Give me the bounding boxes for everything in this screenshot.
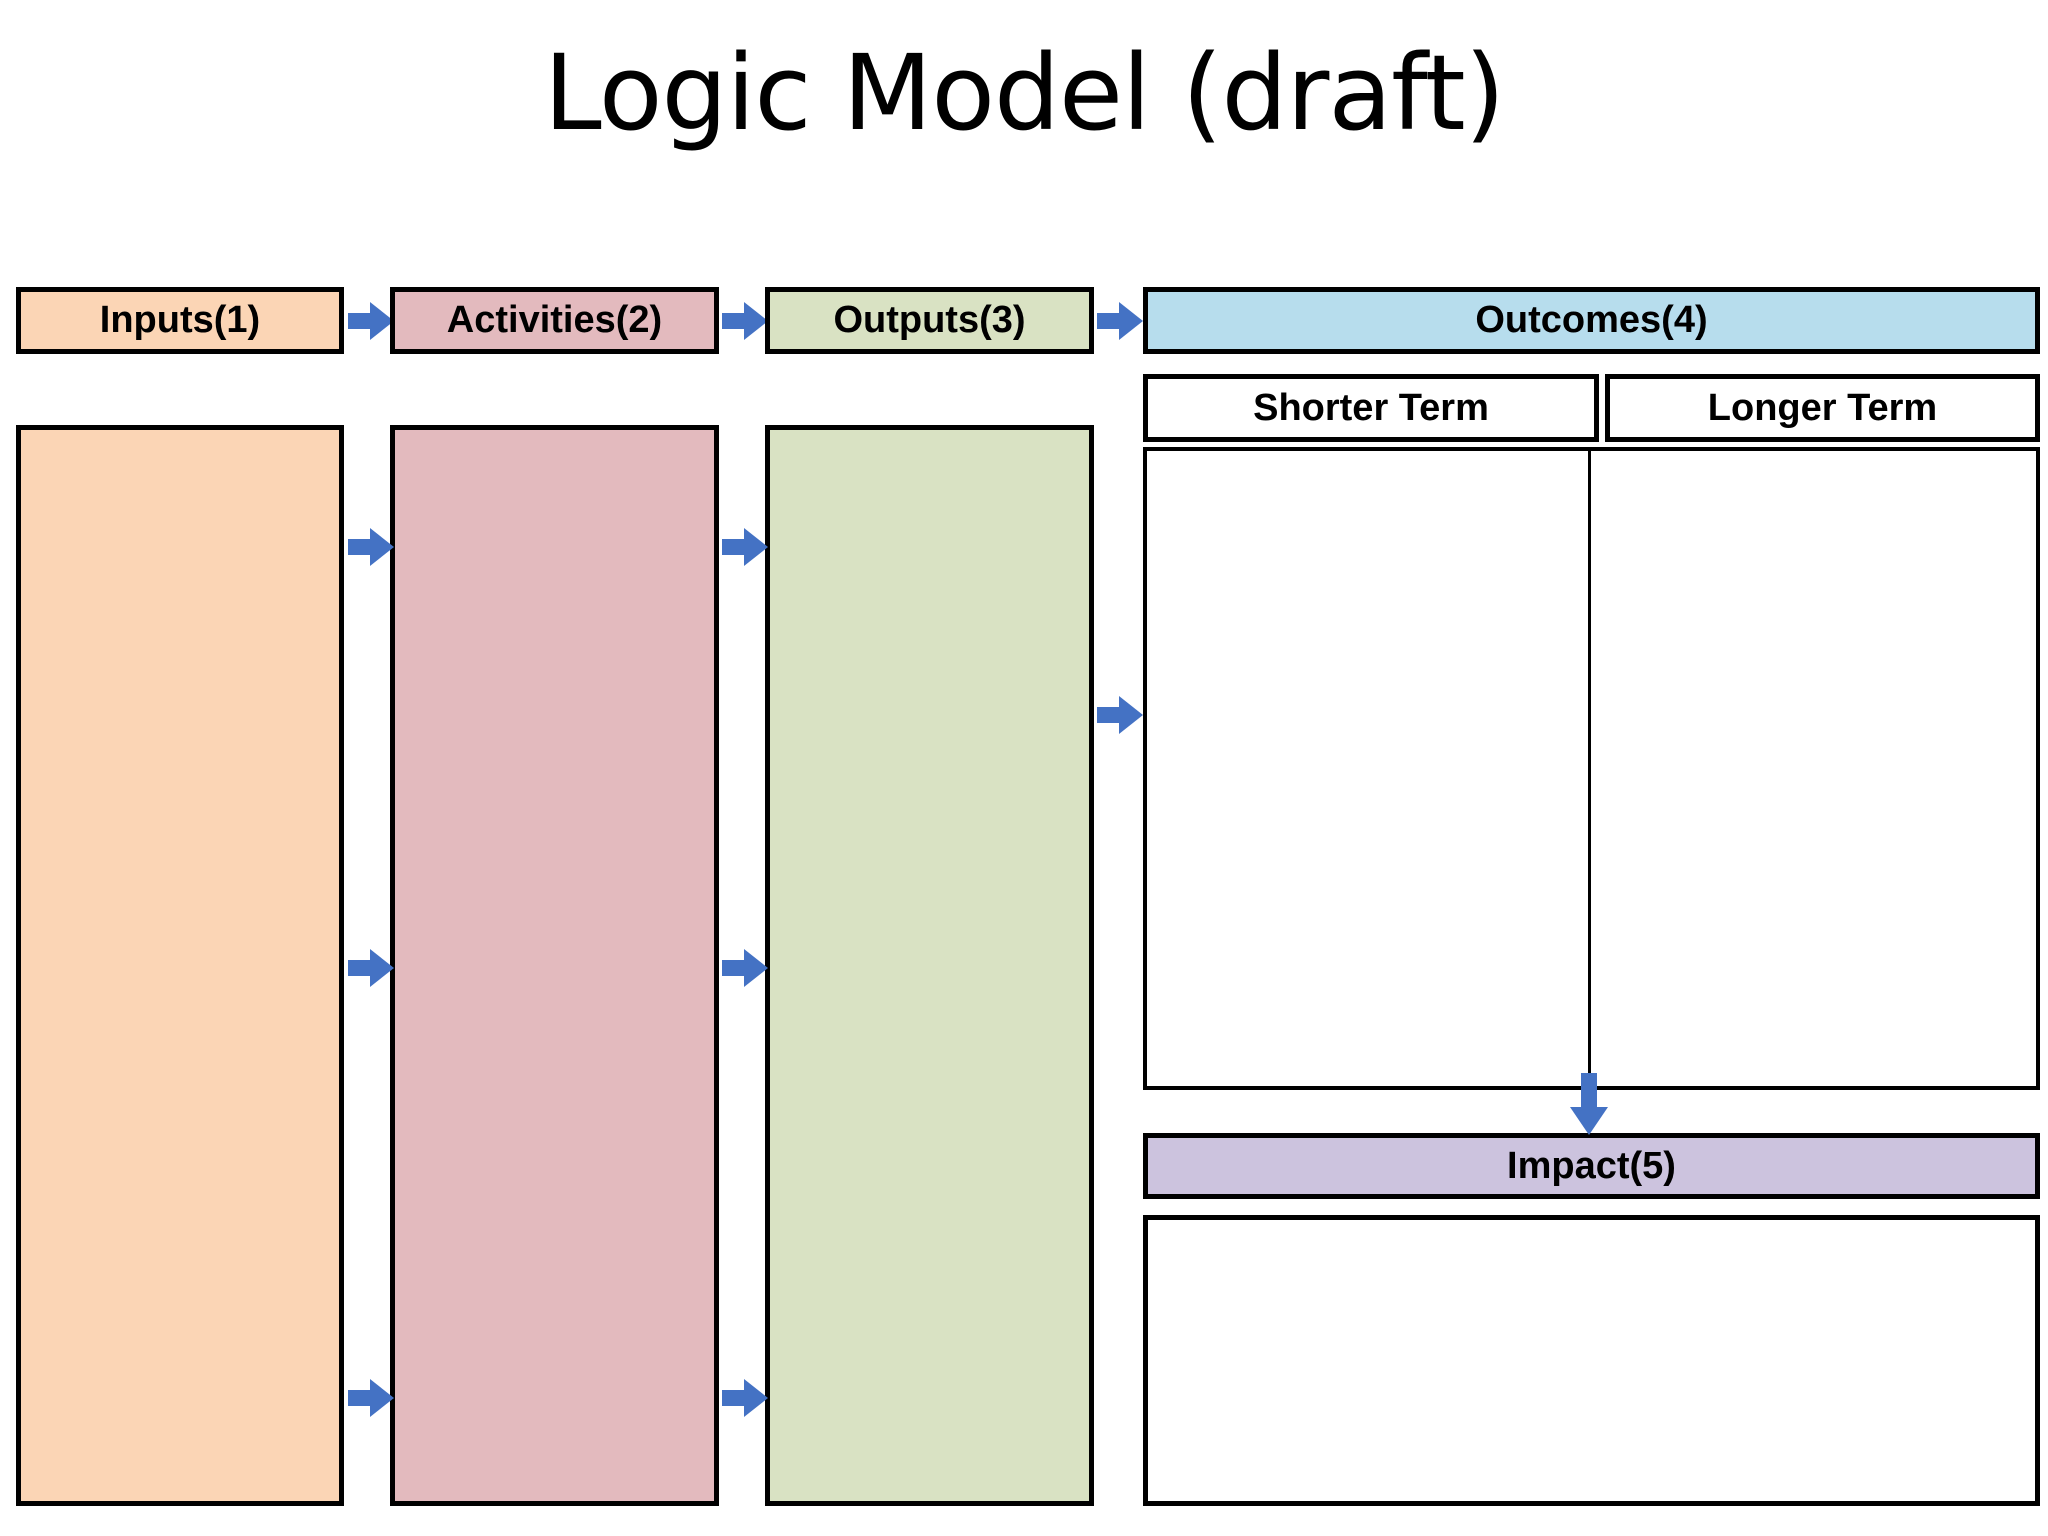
header-impact[interactable]: Impact(5) bbox=[1143, 1133, 2040, 1199]
body-outputs[interactable] bbox=[765, 425, 1094, 1506]
body-outcomes[interactable] bbox=[1143, 447, 2040, 1090]
header-outcomes[interactable]: Outcomes(4) bbox=[1143, 287, 2040, 354]
page-title: Logic Model (draft) bbox=[543, 32, 1505, 154]
arrow-right-icon-body-row1-inputs-to-activities bbox=[348, 528, 394, 566]
body-activities[interactable] bbox=[390, 425, 719, 1506]
outcomes-divider bbox=[1588, 451, 1591, 1086]
header-longer-term[interactable]: Longer Term bbox=[1605, 374, 2040, 442]
arrow-right-icon-body-outputs-to-outcomes bbox=[1097, 696, 1143, 734]
header-outputs[interactable]: Outputs(3) bbox=[765, 287, 1094, 354]
arrow-right-icon-body-row3-inputs-to-activities bbox=[348, 1379, 394, 1417]
header-inputs[interactable]: Inputs(1) bbox=[16, 287, 344, 354]
arrow-right-icon-body-row2-activities-to-outputs bbox=[722, 949, 768, 987]
header-activities[interactable]: Activities(2) bbox=[390, 287, 719, 354]
header-shorter-term[interactable]: Shorter Term bbox=[1143, 374, 1599, 442]
body-impact[interactable] bbox=[1143, 1215, 2040, 1506]
arrow-right-icon-body-row1-activities-to-outputs bbox=[722, 528, 768, 566]
body-longer-term[interactable] bbox=[1592, 451, 2036, 1086]
arrow-right-icon-header-outputs-to-outcomes bbox=[1097, 302, 1143, 340]
arrow-right-icon-body-row3-activities-to-outputs bbox=[722, 1379, 768, 1417]
arrow-right-icon-body-row2-inputs-to-activities bbox=[348, 949, 394, 987]
arrow-right-icon-header-activities-to-outputs bbox=[722, 302, 768, 340]
arrow-right-icon-header-inputs-to-activities bbox=[348, 302, 394, 340]
arrow-down-icon-outcomes-to-impact bbox=[1570, 1073, 1608, 1135]
body-shorter-term[interactable] bbox=[1147, 451, 1584, 1086]
body-inputs[interactable] bbox=[16, 425, 344, 1506]
